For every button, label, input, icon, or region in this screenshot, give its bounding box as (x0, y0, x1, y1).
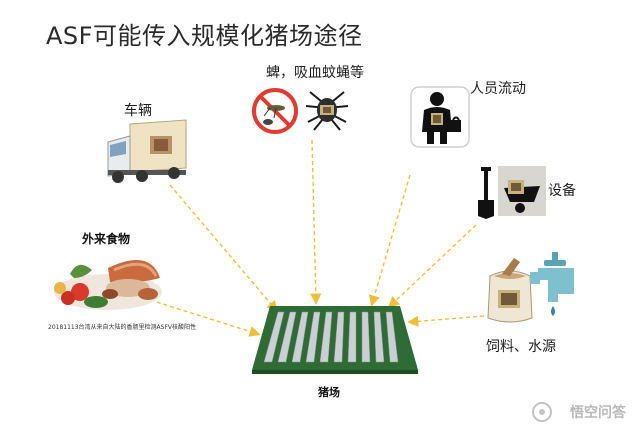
watermark: 悟空问答 (570, 405, 626, 421)
person-icon (410, 86, 470, 148)
arrow-personnel (369, 174, 411, 307)
food-note: 20181113台湾从来自大陆的香肠里检测ASFV核酸阳性 (48, 324, 197, 331)
vehicle-label: 车辆 (124, 103, 152, 119)
mosquito-prohibited-icon (252, 88, 298, 134)
diagram-title: ASF可能传入规模化猪场途径 (46, 22, 363, 50)
pig-farm-image (252, 306, 418, 374)
insects-label: 蜱，吸血蚊蝇等 (266, 65, 364, 81)
shovel-icon (478, 167, 494, 219)
tick-icon (305, 91, 349, 131)
arrow-vehicle (169, 184, 278, 313)
pig-farm-label: 猪场 (318, 386, 340, 399)
personnel-label: 人员流动 (470, 81, 526, 97)
equipment-label: 设备 (548, 183, 576, 199)
wukong-logo-icon (532, 402, 552, 422)
truck-icon (107, 119, 187, 183)
food-label: 外来食物 (82, 232, 131, 246)
feed-sack-icon (487, 258, 533, 323)
arrow-food (149, 299, 261, 337)
arrow-equipment (387, 224, 477, 308)
food-basket-icon (54, 260, 162, 310)
water-tap-icon (530, 252, 574, 316)
wheelbarrow-icon (498, 166, 546, 216)
feed-water-label: 饲料、水源 (486, 339, 556, 355)
arrow-feed (407, 315, 485, 327)
arrow-insects (310, 139, 322, 305)
